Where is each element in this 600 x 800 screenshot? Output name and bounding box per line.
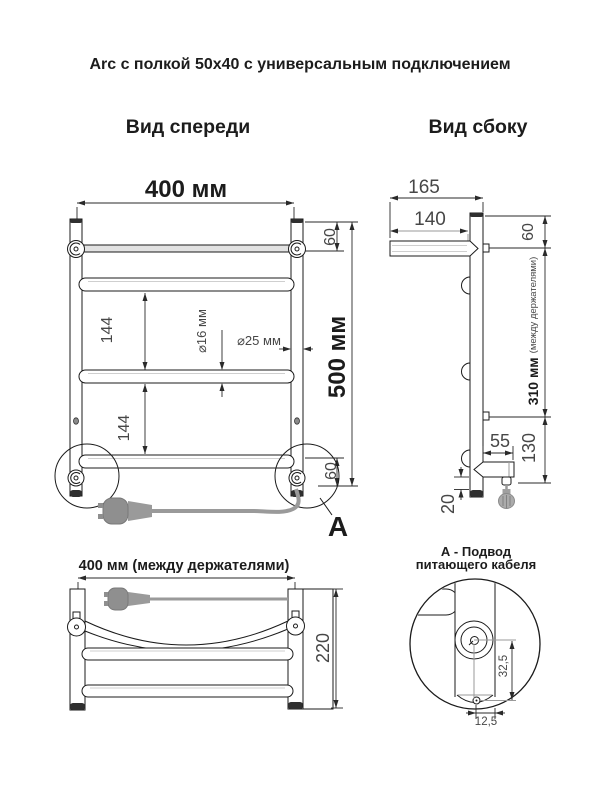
side-post xyxy=(469,212,484,498)
left-post xyxy=(69,218,83,497)
side-dim-between-holders-value: 310 мм xyxy=(525,357,541,406)
wall-bracket-icon xyxy=(67,469,85,487)
side-dim-bottom-section-label: 130 xyxy=(518,432,539,464)
bottom-dim-depth-label: 220 xyxy=(312,632,333,664)
power-plug-icon xyxy=(498,476,515,509)
rail-end-detail xyxy=(411,588,460,616)
front-dim-gap-upper xyxy=(142,293,148,370)
bottom-dim-depth xyxy=(331,588,343,709)
bottom-dim-width-label: 400 мм (между держателями) xyxy=(78,557,290,574)
front-dim-bottom-offset-label: 60 xyxy=(323,462,340,480)
top-rail xyxy=(81,244,292,253)
front-dim-tube-diameter-label: ⌀16 мм xyxy=(194,309,209,353)
front-dim-width xyxy=(76,200,295,219)
side-dim-shelf-depth-label: 140 xyxy=(414,209,446,230)
side-dim-depth-total-label: 165 xyxy=(408,177,440,198)
wall-bracket-icon xyxy=(67,240,85,258)
side-dim-depth-total xyxy=(389,195,484,238)
front-dim-top-offset xyxy=(305,221,358,252)
side-dim-cable-stub-label: 20 xyxy=(437,493,458,515)
front-dim-gap-upper-label: 144 xyxy=(99,316,116,344)
detail-callout-circle xyxy=(54,443,120,509)
rail-bump xyxy=(461,276,471,295)
side-dim-between-holders-note: (между держателями) xyxy=(527,256,539,354)
rail-bump xyxy=(461,362,471,381)
wall-bracket-icon xyxy=(288,469,306,487)
wall-bracket-icon xyxy=(482,243,490,253)
side-view-drawing xyxy=(389,195,551,509)
shelf-rail xyxy=(78,277,295,292)
detail-title-line2: питающего кабеля xyxy=(415,556,537,572)
detail-a-drawing xyxy=(409,578,541,719)
front-view-label: Вид спереди xyxy=(125,115,251,138)
bottom-view-drawing xyxy=(67,575,343,711)
screw-icon xyxy=(73,417,79,425)
shelf-side-panel xyxy=(302,588,334,710)
side-dim-between-holders-label: 310 мм (между держателями) xyxy=(524,241,542,421)
curved-rail xyxy=(84,620,289,646)
detail-dim-vertical xyxy=(509,641,515,700)
straight-rail xyxy=(81,647,294,661)
detail-callout-circle xyxy=(274,443,340,509)
front-dim-top-offset-label: 60 xyxy=(322,228,339,246)
bottom-rail xyxy=(78,454,295,469)
detail-title-line1: А - Подвод xyxy=(440,543,512,559)
rail-bump xyxy=(461,449,471,468)
side-view-label: Вид сбоку xyxy=(428,115,528,138)
wall-bracket-icon xyxy=(288,240,306,258)
wall-bracket-icon xyxy=(286,610,305,636)
power-plug-icon xyxy=(104,587,288,611)
heater-unit xyxy=(473,461,515,478)
straight-rail xyxy=(81,684,294,698)
front-dim-gap-lower-label: 144 xyxy=(116,414,133,442)
front-dim-bottom-offset xyxy=(305,457,358,487)
detail-dim-horizontal-label: 12,5 xyxy=(474,715,498,728)
wall-bracket-icon xyxy=(67,611,86,637)
front-dim-gap-lower xyxy=(142,384,148,454)
power-plug-icon xyxy=(98,488,301,525)
screw-icon xyxy=(294,417,300,425)
front-dim-tube-diameter xyxy=(219,330,225,397)
front-dim-height-label: 500 мм xyxy=(324,315,351,399)
front-view-drawing xyxy=(54,200,358,525)
side-dim-top-offset xyxy=(485,215,551,248)
detail-dim-vertical-label: 32,5 xyxy=(498,654,510,678)
middle-rail xyxy=(78,369,295,384)
front-dim-height xyxy=(349,222,355,486)
side-dim-heater-length xyxy=(482,446,514,460)
shelf-arm xyxy=(389,240,479,257)
detail-a-leader xyxy=(319,497,333,516)
detail-marker-label: А xyxy=(327,511,349,542)
side-dim-cable-stub xyxy=(454,467,469,500)
front-dim-width-label: 400 мм xyxy=(144,176,228,203)
detail-dim-horizontal xyxy=(466,705,505,719)
right-post xyxy=(290,218,304,497)
page-title: Arc с полкой 50x40 с универсальным подкл… xyxy=(89,56,511,73)
side-dim-heater-length-label: 55 xyxy=(489,430,511,451)
side-dim-between-holders xyxy=(489,247,551,418)
side-dim-shelf-depth xyxy=(390,228,469,241)
wall-bracket-icon xyxy=(482,411,490,421)
front-dim-post-diameter-label: ⌀25 мм xyxy=(237,333,281,348)
front-dim-post-diameter xyxy=(279,346,313,352)
side-dim-bottom-section xyxy=(518,417,551,484)
